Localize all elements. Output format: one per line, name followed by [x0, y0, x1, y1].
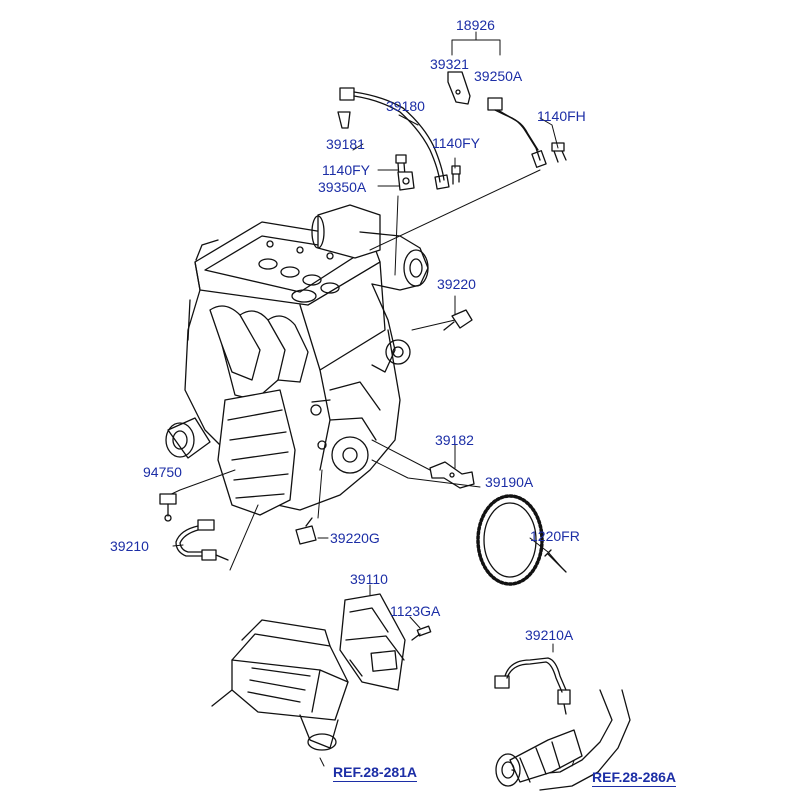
label-part-18926: 18926 — [456, 17, 495, 33]
sensor-39210A — [494, 657, 571, 715]
bolt-1140FH — [551, 142, 567, 163]
label-part-1140FY-lower: 1140FY — [322, 162, 370, 178]
sensor-39220G — [295, 517, 317, 545]
ecu-39110 — [339, 593, 406, 691]
label-part-94750: 94750 — [143, 464, 182, 480]
bolt-1220FR — [544, 549, 567, 573]
air-cleaner — [211, 619, 349, 751]
target-wheel-39190A — [476, 494, 544, 586]
label-part-39220G: 39220G — [330, 530, 380, 546]
label-part-39321: 39321 — [430, 56, 469, 72]
exhaust-pipe — [495, 689, 631, 791]
label-part-39210A: 39210A — [525, 627, 574, 643]
label-part-1123GA: 1123GA — [390, 603, 441, 619]
sensor-39210 — [175, 519, 229, 561]
sensor-39350A — [397, 171, 415, 191]
label-part-39190A: 39190A — [485, 474, 534, 490]
sensor-39220 — [443, 309, 473, 331]
bracket-39182 — [429, 461, 475, 489]
label-part-39180: 39180 — [386, 98, 425, 114]
label-part-39210: 39210 — [110, 538, 149, 554]
label-part-39182: 39182 — [435, 432, 474, 448]
label-part-39350A: 39350A — [318, 179, 367, 195]
bolt-1140FY — [395, 154, 461, 185]
bolt-1123GA — [411, 625, 432, 641]
sensor-39250A — [487, 97, 547, 168]
label-part-1220FR: 1220FR — [530, 528, 580, 544]
bracket-39321 — [447, 71, 471, 105]
label-part-39220: 39220 — [437, 276, 476, 292]
ref-link-air-cleaner[interactable]: REF.28-281A — [333, 764, 418, 782]
clip-39181 — [337, 111, 351, 129]
harness-39180 — [339, 87, 450, 190]
label-part-1140FY-upper: 1140FY — [432, 135, 480, 151]
label-part-39250A: 39250A — [474, 68, 523, 84]
ref-link-exhaust[interactable]: REF.28-286A — [592, 769, 677, 787]
sensor-94750 — [159, 493, 177, 522]
engine-assembly — [165, 204, 429, 516]
label-part-39181: 39181 — [326, 136, 365, 152]
label-part-39110: 39110 — [350, 571, 388, 587]
label-part-1140FH: 1140FH — [537, 108, 586, 124]
